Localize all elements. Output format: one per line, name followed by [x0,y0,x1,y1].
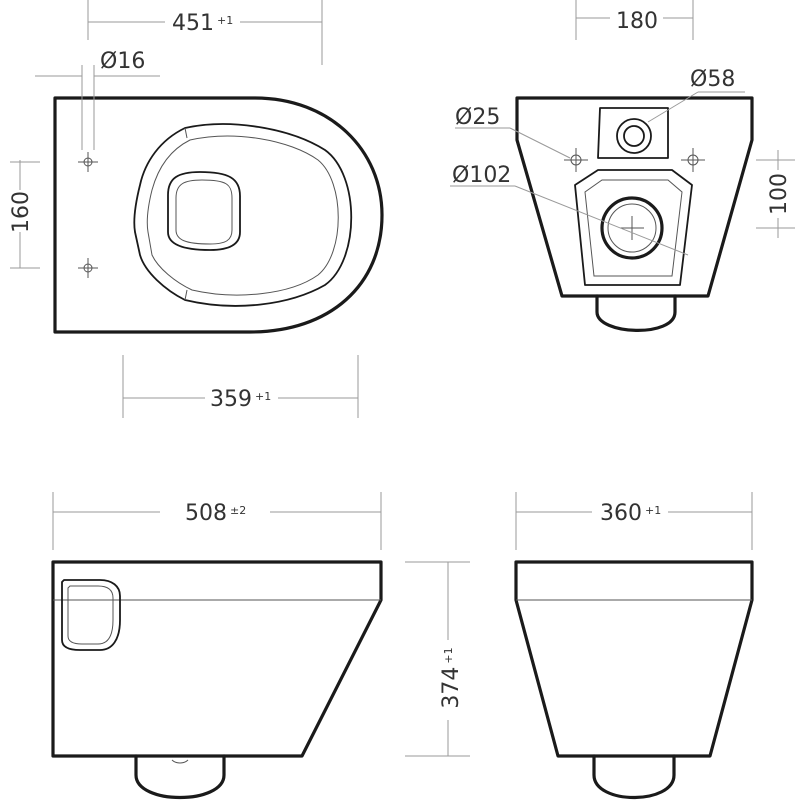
dimension-451-value: 451 [172,11,214,36]
front-view: 360+1 [514,492,754,800]
dimension-180: 180 [575,0,694,40]
dimension-360: 360+1 [515,492,753,550]
bolt-hole-right [681,148,705,172]
dimension-451-tolerance: +1 [217,14,233,27]
side-view-inlet [61,579,121,651]
dimension-360-value: 360 [600,501,642,526]
top-view-drain-inner [175,179,233,245]
dimension-359-tolerance: +1 [255,390,271,403]
inlet-58-inner [623,125,645,147]
side-view-bowl-bottom [134,754,226,799]
dimension-360-tolerance: +1 [645,504,661,517]
side-view-inlet-inner [67,585,114,645]
side-view: 508±2 374+1 [51,492,470,799]
dimension-508-tolerance: ±2 [230,504,246,517]
outlet-102-inner [607,203,657,253]
rear-view: 180 Ø58 Ø25 Ø102 100 [450,0,795,332]
inlet-58-outer [616,118,652,154]
dimension-102-value: Ø102 [452,163,511,188]
dimension-25: Ø25 [455,105,571,159]
rear-view-inlet-plate [597,107,669,159]
dimension-100-value: 100 [767,173,792,215]
svg-text:360+1: 360+1 [600,501,661,526]
dimension-hole-16: Ø16 [35,49,160,150]
bolt-hole-left [564,148,588,172]
dimension-451: 451+1 [87,0,323,65]
svg-text:374+1: 374+1 [439,647,464,708]
front-view-bowl-bottom [592,754,676,800]
rear-view-outlet-plate-inner [584,179,683,277]
top-view: 451+1 Ø16 160 359+1 [9,0,384,418]
top-view-drain [167,171,241,251]
top-view-bowl-outer [133,123,353,307]
svg-text:451+1: 451+1 [172,11,233,36]
fixing-hole-lower [78,258,98,278]
dimension-508: 508±2 [52,492,382,550]
dimension-25-value: Ø25 [455,105,500,130]
svg-text:508±2: 508±2 [185,501,246,526]
rear-view-bowl-bottom [595,294,677,332]
dimension-58: Ø58 [647,67,745,123]
front-view-outline [514,560,754,758]
dimension-359-value: 359 [210,387,252,412]
dimension-374: 374+1 [405,561,470,757]
fixing-hole-upper [78,152,98,172]
dimension-359: 359+1 [122,355,359,418]
dimension-58-value: Ø58 [690,67,735,92]
dimension-160: 160 [9,160,40,269]
outlet-102-outer [600,196,664,260]
dimension-180-value: 180 [616,9,658,34]
top-view-rim-notch [184,127,188,301]
dimension-508-value: 508 [185,501,227,526]
side-view-outline [51,560,383,758]
top-view-outline [53,96,384,334]
top-view-bowl-inner [146,135,339,296]
dimension-374-tolerance: +1 [442,647,455,663]
dimension-160-value: 160 [9,191,34,233]
svg-text:359+1: 359+1 [210,387,271,412]
rear-view-outlet-plate [574,169,693,286]
dimension-102: Ø102 [450,163,689,256]
rear-view-outline [515,96,754,298]
dimension-hole-16-value: Ø16 [100,49,145,74]
dimension-374-value: 374 [439,667,464,709]
dimension-100: 100 [756,150,795,238]
